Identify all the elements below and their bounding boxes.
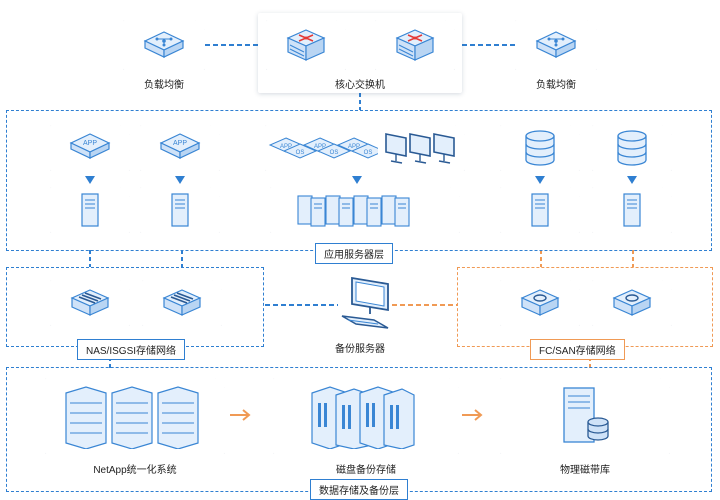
nas-zone	[6, 267, 264, 347]
fc-switch-icon	[520, 289, 560, 316]
tape-library-icon	[563, 387, 609, 443]
app-icon-text: APP	[173, 140, 187, 147]
server-cluster-icon	[297, 195, 410, 227]
down-arrow-icon	[352, 176, 362, 184]
backup-server-label: 备份服务器	[335, 344, 385, 355]
database-icon	[617, 130, 647, 166]
disk-backup-label: 磁盘备份存储	[336, 465, 396, 476]
netapp-storage-icon	[65, 386, 199, 449]
os-icon-text: OS	[330, 150, 339, 156]
core-switch-icon	[286, 29, 326, 61]
arrow-disk-to-tape	[462, 409, 483, 421]
lb-right-label: 负载均衡	[536, 80, 576, 91]
storage-switch-icon	[162, 289, 202, 316]
server-icon	[623, 193, 641, 227]
database-icon	[525, 130, 555, 166]
app-icon-text: APP	[83, 140, 97, 147]
os-icon-text: OS	[364, 150, 373, 156]
storage-switch-icon	[70, 289, 110, 316]
core-switch-icon	[395, 29, 435, 61]
server-icon	[171, 193, 189, 227]
app-icon-text: APP	[280, 144, 292, 150]
load-balancer-icon	[535, 31, 577, 58]
down-arrow-icon	[627, 176, 637, 184]
backup-workstation-icon[interactable]	[338, 276, 394, 334]
app-icon: APP	[69, 133, 111, 159]
core-switch-label: 核心交换机	[335, 80, 385, 91]
data-layer-tag: 数据存储及备份层	[310, 479, 408, 500]
app-os-vm-icons: APP OS APP OS APP OS	[268, 137, 378, 159]
monitor-icon	[385, 133, 455, 164]
app-icon: APP	[159, 133, 201, 159]
app-icon-text: APP	[348, 144, 360, 150]
server-icon	[81, 193, 99, 227]
lb-left-label: 负载均衡	[144, 80, 184, 91]
app-icon-text: APP	[314, 144, 326, 150]
disk-array-icon	[311, 386, 415, 449]
netapp-label: NetApp统一化系统	[93, 465, 177, 476]
nas-net-tag: NAS/ISGSI存储网络	[77, 339, 186, 360]
server-icon	[531, 193, 549, 227]
fcsan-net-tag: FC/SAN存储网络	[530, 339, 625, 360]
arrow-netapp-to-disk	[230, 409, 251, 421]
down-arrow-icon	[85, 176, 95, 184]
load-balancer-icon	[143, 31, 185, 58]
os-icon-text: OS	[296, 150, 305, 156]
down-arrow-icon	[535, 176, 545, 184]
fcsan-zone	[457, 267, 713, 347]
tape-library-label: 物理磁带库	[560, 465, 610, 476]
fc-switch-icon	[612, 289, 652, 316]
down-arrow-icon	[175, 176, 185, 184]
app-layer-tag: 应用服务器层	[315, 243, 393, 264]
